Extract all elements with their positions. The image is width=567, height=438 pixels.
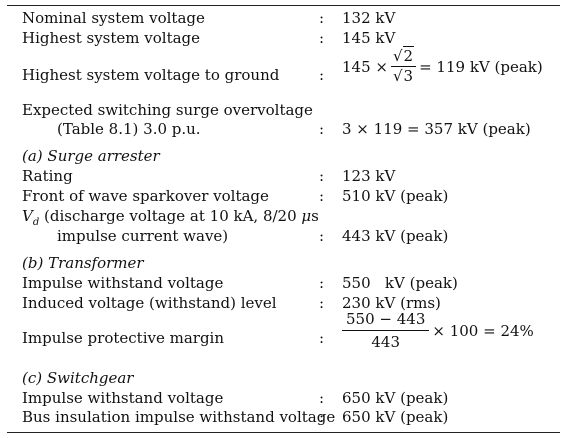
margin-fraction-numerator: 550 − 443 — [342, 311, 430, 331]
margin-fraction: 550 − 443 443 — [342, 311, 430, 351]
sqrt-symbol: √3 — [392, 66, 415, 85]
switchgear-impulse-value: 650 kV (peak) — [342, 389, 449, 407]
front-of-wave-label: Front of wave sparkover voltage — [22, 187, 269, 205]
highest-voltage-value: 145 kV — [342, 29, 396, 47]
highest-to-ground-value: 145 ×√2√3= 119 kV (peak) — [342, 46, 543, 85]
mu-symbol: μ — [301, 207, 312, 225]
bus-insulation-value: 650 kV (peak) — [342, 408, 449, 426]
highest-to-ground-label: Highest system voltage to ground — [22, 66, 280, 84]
colon: : — [319, 9, 325, 27]
protective-margin-label: Impulse protective margin — [22, 329, 225, 347]
radical-sign: √ — [392, 47, 403, 65]
switchgear-impulse-label: Impulse withstand voltage — [22, 389, 224, 407]
rating-value: 123 kV — [342, 167, 396, 185]
margin-fraction-denominator: 443 — [371, 333, 400, 351]
switching-surge-label: Expected switching surge overvoltage — [22, 101, 313, 119]
colon: : — [319, 167, 325, 185]
colon: : — [319, 329, 325, 347]
discharge-voltage-label-cont: impulse current wave) — [57, 227, 229, 245]
root-fraction-denominator: √3 — [391, 66, 416, 85]
colon: : — [319, 187, 325, 205]
colon: : — [319, 227, 325, 245]
protective-margin-value: 550 − 443 443 × 100 = 24% — [342, 311, 534, 351]
nominal-voltage-label: Nominal system voltage — [22, 9, 205, 27]
colon: : — [319, 29, 325, 47]
radical-sign: √ — [392, 67, 403, 85]
discharge-voltage-value: 443 kV (peak) — [342, 227, 449, 245]
rating-label: Rating — [22, 167, 73, 185]
discharge-label-text: (discharge voltage at 10 kA, 8/20 — [39, 207, 302, 225]
switching-surge-label-cont: (Table 8.1) 3.0 p.u. — [57, 120, 201, 138]
induced-voltage-label: Induced voltage (withstand) level — [22, 294, 277, 312]
discharge-symbol: V — [22, 207, 33, 225]
highest-voltage-label: Highest system voltage — [22, 29, 201, 47]
colon: : — [319, 66, 325, 84]
root-fraction: √2√3 — [390, 46, 417, 85]
discharge-unit: s — [311, 207, 319, 225]
root-fraction-numerator: √2 — [390, 46, 417, 67]
highest-to-ground-prefix: 145 × — [342, 57, 388, 76]
transformer-heading: (b) Transformer — [22, 254, 144, 272]
switchgear-heading: (c) Switchgear — [22, 369, 134, 387]
discharge-subscript: d — [32, 217, 40, 228]
radicand: 2 — [402, 46, 415, 65]
bottom-rule — [7, 432, 560, 433]
discharge-voltage-label: Vd (discharge voltage at 10 kA, 8/20 μs — [22, 207, 319, 232]
transformer-impulse-value: 550 kV (peak) — [342, 274, 458, 292]
colon: : — [319, 389, 325, 407]
sqrt-symbol: √2 — [392, 46, 415, 65]
induced-voltage-value: 230 kV (rms) — [342, 294, 441, 312]
colon: : — [319, 294, 325, 312]
nominal-voltage-value: 132 kV — [342, 9, 396, 27]
transformer-impulse-label: Impulse withstand voltage — [22, 274, 224, 292]
surge-arrester-heading: (a) Surge arrester — [22, 147, 160, 165]
front-of-wave-value: 510 kV (peak) — [342, 187, 449, 205]
top-rule — [7, 5, 560, 6]
colon: : — [319, 408, 325, 426]
colon: : — [319, 274, 325, 292]
radicand: 3 — [402, 66, 415, 85]
highest-to-ground-suffix: = 119 kV (peak) — [419, 57, 543, 76]
colon: : — [319, 120, 325, 138]
switching-surge-value: 3 × 119 = 357 kV (peak) — [342, 120, 531, 138]
bus-insulation-label: Bus insulation impulse withstand voltage — [22, 408, 336, 426]
margin-suffix: × 100 = 24% — [432, 322, 534, 340]
